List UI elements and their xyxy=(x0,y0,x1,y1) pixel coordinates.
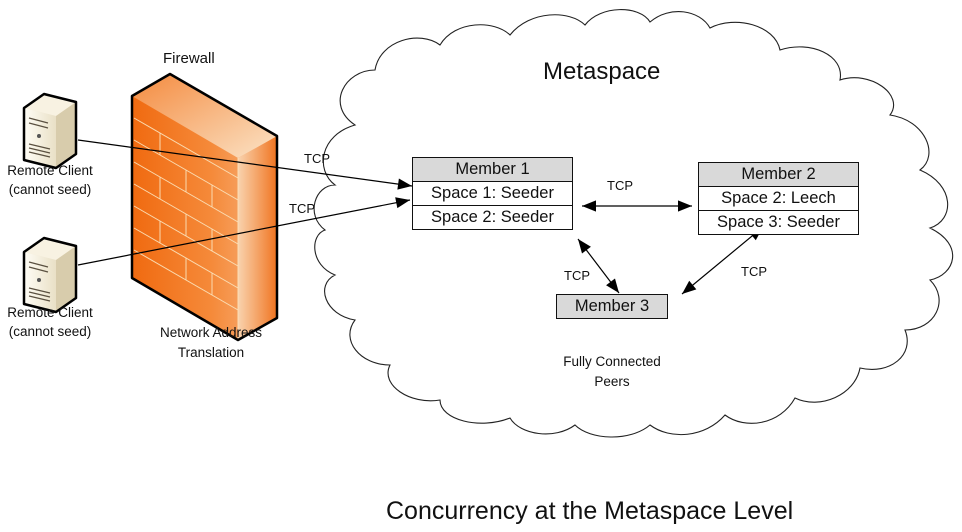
member-3-node[interactable]: Member 3 xyxy=(556,294,668,319)
client-2-label-line2: (cannot seed) xyxy=(8,324,92,339)
connection-member1-member3 xyxy=(577,238,620,294)
member-1-space-row: Space 1: Seeder xyxy=(413,181,572,205)
member-1-node[interactable]: Member 1 Space 1: Seeder Space 2: Seeder xyxy=(412,157,573,230)
member-3-header: Member 3 xyxy=(557,295,667,318)
metaspace-cloud xyxy=(313,9,954,438)
member-1-header: Member 1 xyxy=(413,158,572,181)
member-2-header: Member 2 xyxy=(699,163,858,186)
tcp-label-member1-member2: TCP xyxy=(607,178,633,193)
tcp-label-client1: TCP xyxy=(304,151,330,166)
tcp-label-client2: TCP xyxy=(289,201,315,216)
client-1-label-line1: Remote Client xyxy=(7,163,93,178)
client-1-label-line2: (cannot seed) xyxy=(8,182,92,197)
peers-note-line2: Peers xyxy=(594,374,630,389)
member-1-space-row: Space 2: Seeder xyxy=(413,205,572,229)
server-icon xyxy=(22,92,78,170)
tcp-label-member1-member3: TCP xyxy=(564,268,590,283)
client-2-label-line1: Remote Client xyxy=(7,305,93,320)
server-icon xyxy=(22,236,78,314)
member-2-space-row: Space 2: Leech xyxy=(699,186,858,210)
firewall-nat-label-line2: Translation xyxy=(177,345,245,360)
firewall-nat-label-line1: Network Address xyxy=(159,325,263,340)
diagram-caption: Concurrency at the Metaspace Level xyxy=(386,497,794,525)
firewall-label: Firewall xyxy=(163,50,215,67)
firewall-icon xyxy=(130,72,279,342)
connection-member2-member3 xyxy=(681,226,764,295)
member-2-node[interactable]: Member 2 Space 2: Leech Space 3: Seeder xyxy=(698,162,859,235)
connection-client1-member1 xyxy=(77,139,413,190)
metaspace-title: Metaspace xyxy=(543,58,661,85)
peers-note-line1: Fully Connected xyxy=(563,354,661,369)
connection-client2-member1 xyxy=(77,197,411,266)
tcp-label-member2-member3: TCP xyxy=(741,264,767,279)
member-2-space-row: Space 3: Seeder xyxy=(699,210,858,234)
